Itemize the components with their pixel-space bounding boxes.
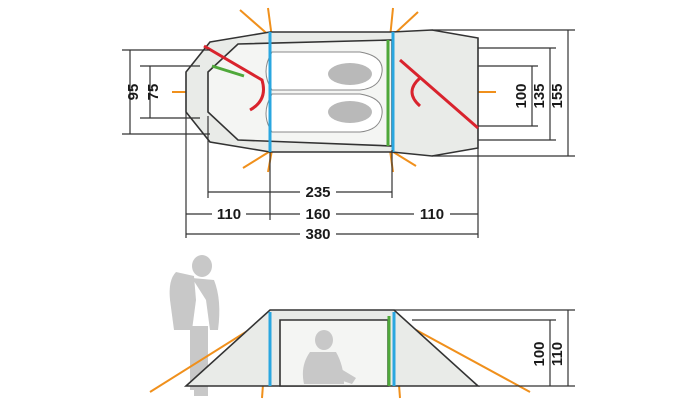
left-width-dimensions: 95 75 (122, 49, 210, 135)
dim-outer-height: 110 (549, 342, 566, 366)
dim-right-width-outer: 155 (549, 83, 566, 108)
inner-length-dimension: 235 (207, 116, 393, 201)
top-view: 95 75 100 135 155 235 (122, 7, 575, 243)
side-view: 100 110 (149, 255, 575, 399)
dim-left-width-outer: 95 (125, 84, 142, 101)
pole-red-right (399, 58, 479, 130)
dim-vestibule-left: 110 (217, 206, 241, 223)
dim-right-width-inner: 100 (513, 83, 530, 108)
dim-left-width-inner: 75 (145, 84, 162, 101)
dim-vestibule-right: 110 (420, 206, 444, 223)
pole-red-left (203, 44, 265, 112)
pole-green-left (211, 64, 245, 78)
pole-red-arc-right (410, 76, 422, 108)
dim-inner-length: 235 (305, 184, 330, 201)
sitting-person-silhouette (302, 330, 356, 384)
hiker-silhouette (169, 255, 220, 396)
right-width-dimensions: 100 135 155 (432, 29, 575, 157)
segment-length-dimensions: 110 160 110 (185, 112, 479, 238)
dim-middle: 160 (305, 206, 330, 223)
dim-inner-height: 100 (531, 341, 548, 366)
dim-total-length: 380 (305, 226, 330, 243)
height-dimensions: 100 110 (394, 309, 575, 387)
total-length-dimension: 380 (186, 226, 478, 243)
sleeping-mats (265, 51, 383, 133)
dim-right-width-mid: 135 (531, 83, 548, 108)
